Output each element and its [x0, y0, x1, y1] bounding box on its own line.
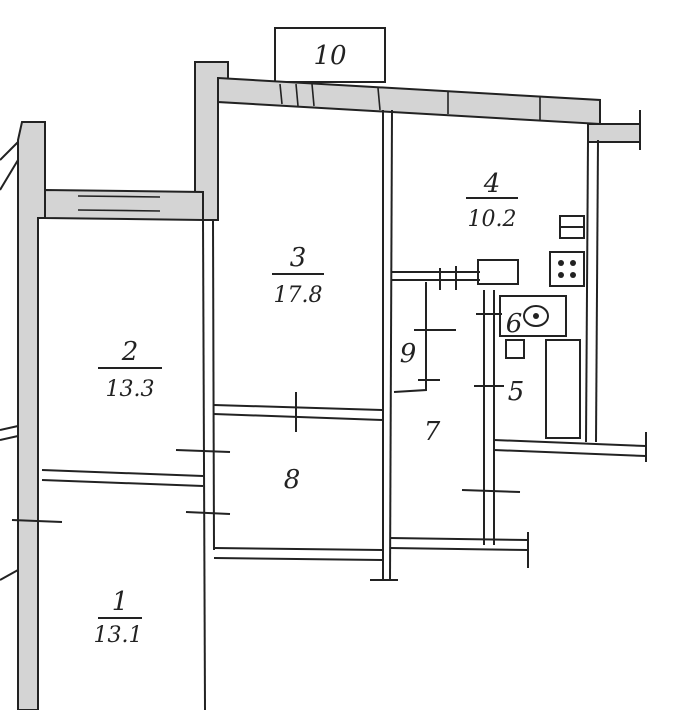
stove-icon — [549, 251, 585, 287]
toilet-icon — [505, 339, 525, 359]
outer-walls — [17, 61, 641, 710]
washbasin-icon — [499, 295, 567, 337]
room-5-number: 5 — [508, 377, 525, 407]
pantry-outline — [393, 266, 457, 393]
bathtub-icon — [545, 339, 581, 439]
left-edge-lines — [0, 141, 19, 581]
room-3-number: 3 — [290, 243, 307, 273]
room-4-area: 10.2 — [468, 207, 517, 232]
sink-icon — [559, 215, 585, 239]
room-1-number: 1 — [112, 587, 129, 617]
room-6-number: 6 — [506, 309, 523, 339]
room-1-area: 13.1 — [94, 623, 143, 648]
room-4-label: 4 10.2 — [466, 169, 518, 232]
kitchen-counter-icon — [477, 259, 519, 285]
room-2-area: 13.3 — [106, 377, 155, 402]
room-10-number: 10 — [313, 41, 346, 71]
room-1-label: 1 13.1 — [94, 587, 143, 648]
interior-walls — [11, 109, 647, 710]
room-8-number: 8 — [284, 465, 301, 495]
room-2-label: 2 13.3 — [98, 337, 162, 402]
top-windows — [77, 83, 541, 212]
room-9-number: 9 — [400, 339, 417, 369]
room-3-area: 17.8 — [274, 283, 323, 308]
room-4-number: 4 — [483, 169, 501, 199]
room-3-label: 3 17.8 — [272, 243, 324, 308]
balcony-outline — [274, 27, 386, 83]
room-2-number: 2 — [121, 337, 139, 367]
room-7-number: 7 — [424, 417, 441, 447]
